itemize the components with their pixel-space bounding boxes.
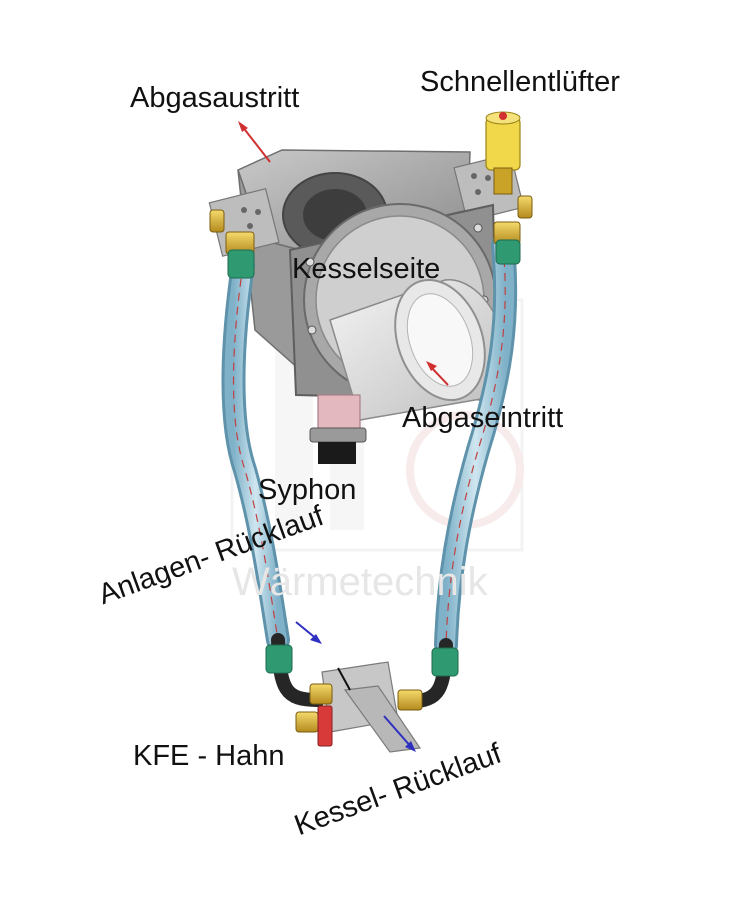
watermark-text: Wärmetechnik [232, 562, 488, 602]
label-abgasaustritt: Abgasaustritt [130, 84, 299, 113]
label-kfe-hahn: KFE - Hahn [133, 742, 285, 771]
label-schnellentluefter: Schnellentlüfter [420, 68, 620, 97]
return-manifold [266, 640, 458, 752]
label-abgaseintritt: Abgaseintritt [402, 404, 563, 433]
label-kesselseite: Kesselseite [292, 255, 440, 284]
label-syphon: Syphon [258, 476, 356, 505]
